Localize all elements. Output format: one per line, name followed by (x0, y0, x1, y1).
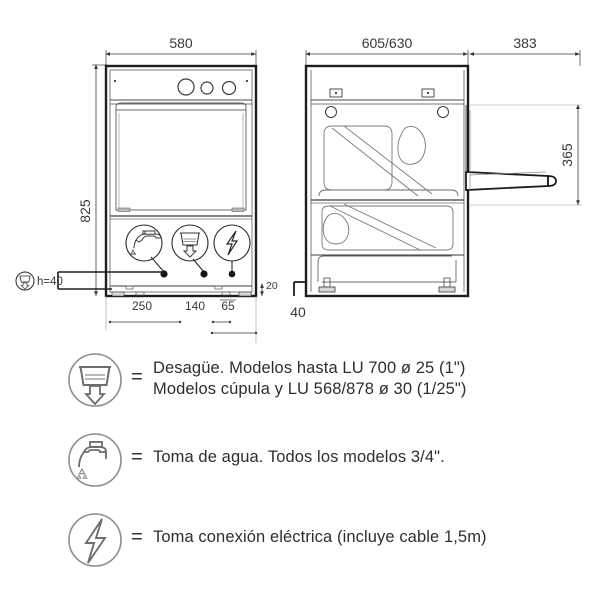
dim-label-40: 40 (290, 304, 306, 320)
dim-label-140: 140 (185, 299, 205, 313)
technical-drawing-canvas: 580 825 (15, 35, 582, 343)
legend-equals-electric: = (131, 526, 143, 548)
drain-height-marker: h=40 (15, 271, 63, 291)
dim-label-825: 825 (77, 199, 93, 223)
front-connection-electric-icon (213, 224, 251, 262)
dim-label-65: 65 (221, 299, 235, 313)
legend-text-water-line1: Toma de agua. Todos los modelos 3/4". (153, 448, 445, 466)
dim-label-365: 365 (559, 143, 575, 167)
dimension-width-580: 580 (105, 35, 257, 66)
legend-text-drain: Desagüe. Modelos hasta LU 700 ø 25 (1") … (147, 358, 466, 400)
front-connection-drain-icon (171, 224, 209, 262)
door-open-arm (465, 105, 557, 191)
dimension-depth-605-630: 605/630 (305, 35, 469, 66)
legend-text-drain-line1: Desagüe. Modelos hasta LU 700 ø 25 (1") (153, 359, 466, 377)
dimension-door-height-365: 365 (470, 104, 582, 206)
legend-row-water: = Toma de agua. Todos los modelos 3/4". (0, 428, 600, 492)
drain-icon (63, 348, 127, 412)
legend-block: = Desagüe. Modelos hasta LU 700 ø 25 (1"… (0, 348, 600, 588)
front-view-group: 580 825 (15, 35, 278, 343)
dimension-height-825: 825 (77, 64, 108, 296)
legend-row-drain: = Desagüe. Modelos hasta LU 700 ø 25 (1"… (0, 348, 600, 412)
legend-equals-water: = (131, 446, 143, 468)
front-connection-tap-icon (125, 224, 163, 262)
electric-bolt-icon (63, 508, 127, 572)
side-view-group: 605/630 383 365 (290, 35, 582, 320)
legend-text-electric-line1: Toma conexión eléctrica (incluye cable 1… (153, 528, 487, 546)
dimension-plinth-20: 20 (260, 280, 278, 296)
legend-text-electric: Toma conexión eléctrica (incluye cable 1… (147, 527, 487, 548)
dim-label-383: 383 (513, 35, 537, 51)
water-tap-icon (63, 428, 127, 492)
dim-label-250: 250 (132, 299, 152, 313)
legend-text-drain-line2: Modelos cúpula y LU 568/878 ø 30 (1/25") (153, 380, 467, 398)
dim-label-580: 580 (169, 35, 193, 51)
dim-label-h40: h=40 (37, 276, 63, 288)
dimension-door-swing-383: 383 (469, 35, 581, 66)
dim-label-605-630: 605/630 (362, 35, 413, 51)
dim-label-20: 20 (266, 280, 278, 292)
legend-text-water: Toma de agua. Todos los modelos 3/4". (147, 447, 445, 468)
legend-equals-drain: = (131, 366, 143, 388)
legend-row-electric: = Toma conexión eléctrica (incluye cable… (0, 508, 600, 572)
control-knobs (177, 78, 237, 96)
